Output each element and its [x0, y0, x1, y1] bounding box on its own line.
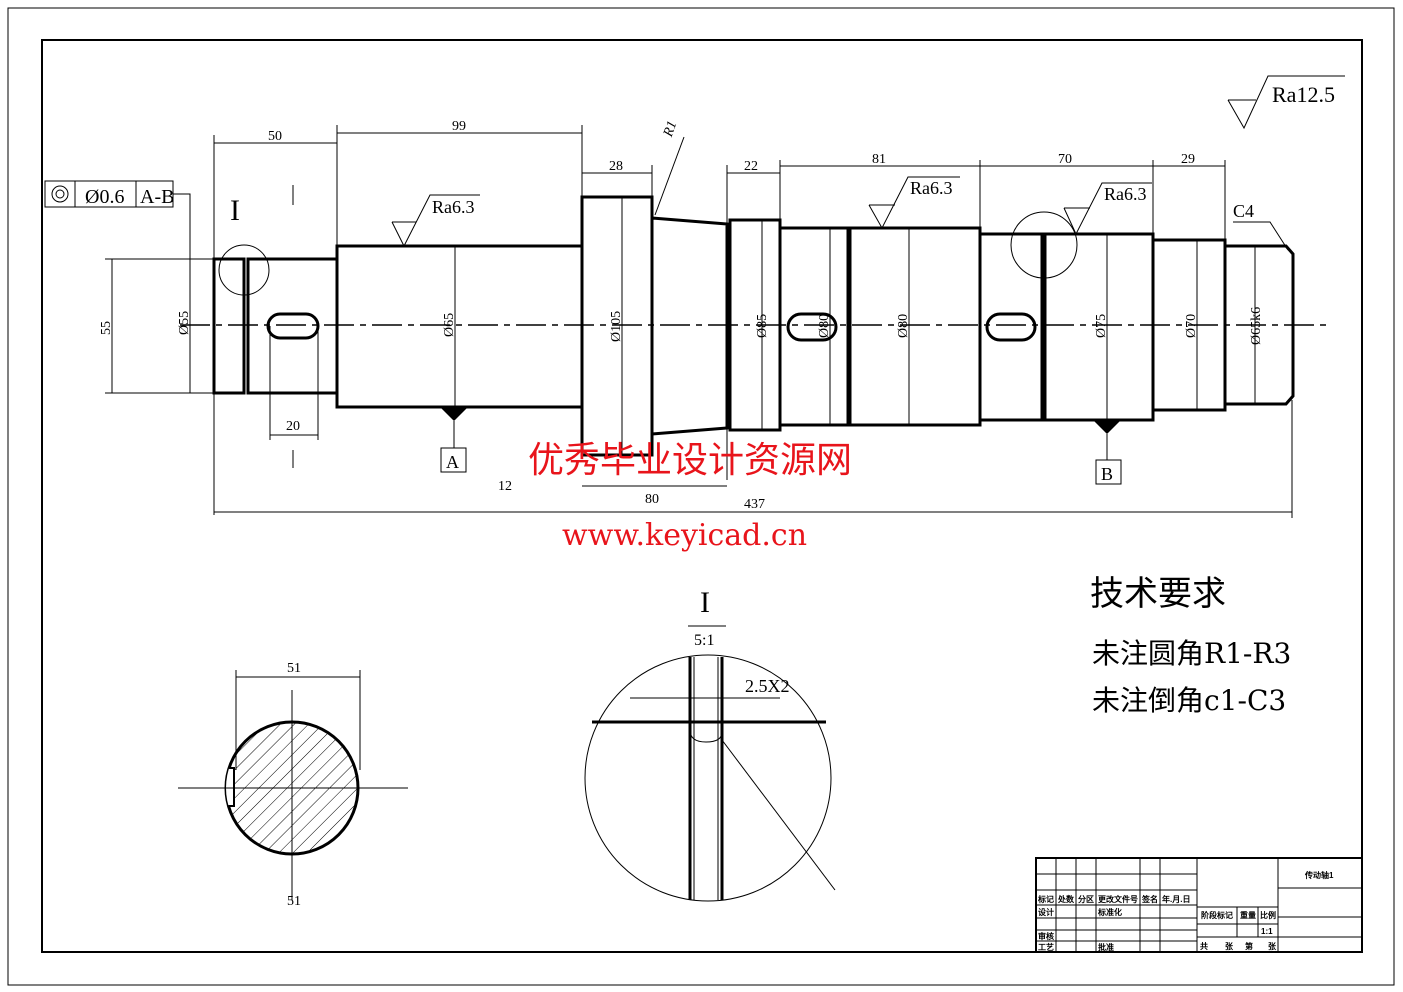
roughness-2-text: Ra6.3 [1104, 184, 1147, 204]
detail-groove-text: 2.5X2 [745, 676, 790, 696]
title_block-headers-1-text: 处数 [1057, 894, 1075, 904]
title-block: 传动轴1 标记 处数 分区 更改文件号 签名 年.月.日 设计 标准化 审核 工… [1035, 857, 1363, 953]
section-width-text: 51 [287, 894, 301, 909]
title_block-headers-0-text: 标记 [1037, 894, 1054, 904]
datum-B: B [1093, 420, 1122, 485]
section-view: 51 51 [178, 661, 408, 909]
tolerance_frame-datum-text: A-B [140, 186, 174, 208]
title_block-scale-text: 1:1 [1261, 927, 1273, 936]
title_block-rows-2-text: 审核 [1038, 931, 1054, 941]
diameters-d75-text: Ø75 [1094, 314, 1109, 338]
dimensions [105, 125, 1293, 518]
diameters-d65-text: Ø65 [442, 313, 457, 337]
lengths-l12-text: 12 [498, 479, 512, 494]
keyway-3 [985, 312, 1037, 342]
title_block-scale_label-text: 比例 [1260, 910, 1276, 920]
diameters-d80b-text: Ø80 [896, 314, 911, 338]
diameters-d105-text: Ø105 [609, 311, 624, 342]
lengths-l28-text: 28 [609, 159, 623, 174]
title_block-sheets-0-text: 共 [1200, 941, 1208, 951]
global-roughness-label: Ra12.5 [1272, 82, 1335, 107]
datum-A: A [440, 407, 468, 473]
lengths-l99-text: 99 [452, 119, 466, 134]
diameters-d70-text: Ø70 [1184, 314, 1199, 338]
watermark-chinese: 优秀毕业设计资源网 [528, 440, 852, 481]
tech-items-1-text: 未注倒角c1-C3 [1092, 684, 1286, 717]
title_block-stage-text: 阶段标记 [1201, 910, 1233, 920]
roughness-symbols: Ra6.3 Ra6.3 Ra6.3 [391, 176, 1152, 248]
lengths-r1-text: R1 [661, 119, 681, 140]
title_block-headers-5-text: 年.月.日 [1162, 894, 1190, 904]
watermark-url: www.keyicad.cn [562, 518, 807, 553]
detail-scale-text: 5:1 [694, 632, 714, 649]
shaft-main-view: I [180, 185, 1330, 468]
diameters-d85-text: Ø85 [755, 314, 770, 338]
geometric-tolerance-frame: Ø0.6 A-B [44, 180, 191, 393]
title_block-headers-2-text: 分区 [1078, 894, 1094, 904]
roughness-1-text: Ra6.3 [910, 178, 953, 198]
datums-0-text: A [446, 452, 459, 472]
datums-1-text: B [1101, 464, 1113, 484]
roughness-0-text: Ra6.3 [432, 197, 475, 217]
title_block-rows-3-text: 工艺 [1038, 942, 1054, 952]
tech-title-text: 技术要求 [1090, 574, 1226, 614]
part-name: 传动轴1 [1304, 870, 1334, 880]
detail-circle [1010, 211, 1078, 279]
lengths-c4-text: C4 [1233, 201, 1254, 221]
keyway-2 [786, 312, 838, 342]
tolerance_frame-value-text: Ø0.6 [85, 186, 124, 208]
lengths-l29-text: 29 [1181, 152, 1195, 167]
lengths-l437-text: 437 [744, 497, 765, 512]
concentricity-icon [51, 185, 69, 203]
title_block-headers-3-text: 更改文件号 [1098, 894, 1138, 904]
outer-border [7, 7, 1395, 986]
title_block-weight-text: 重量 [1240, 910, 1256, 920]
diameters-d65k6-text: Ø65k6 [1249, 307, 1264, 345]
diameters-d55-text: Ø55 [177, 311, 192, 335]
detail-view: I 5:1 2.5X2 [584, 586, 836, 902]
title_block-sheets-2-text: 第 [1245, 941, 1253, 951]
title_block-sheets-1-text: 张 [1225, 942, 1234, 951]
title_block-rows-4-text: 批准 [1098, 942, 1114, 952]
diameters-d55h-text: 55 [99, 321, 114, 335]
technical-requirements: 技术要求 未注圆角R1-R3 未注倒角c1-C3 [1090, 574, 1291, 717]
lengths-l20-text: 20 [286, 419, 300, 434]
detail-circle-I [218, 244, 270, 296]
lengths-l50-text: 50 [268, 129, 282, 144]
drawing-frame [41, 39, 1363, 953]
lengths-l22-text: 22 [744, 159, 758, 174]
lengths-l80-text: 80 [645, 492, 659, 507]
detail-marker-I: I [230, 194, 240, 227]
lengths-l70-text: 70 [1058, 152, 1072, 167]
section-width-text: 51 [287, 661, 301, 676]
title_block-sheets-3-text: 张 [1268, 942, 1277, 951]
keyway-1 [266, 312, 320, 340]
title_block-headers-4-text: 签名 [1141, 894, 1158, 904]
detail-label-text: I [700, 586, 710, 619]
title_block-rows-1-text: 标准化 [1097, 907, 1122, 917]
diameters-d80a-text: Ø80 [817, 314, 832, 338]
global-roughness-symbol: Ra12.5 [1227, 75, 1345, 130]
title_block-rows-0-text: 设计 [1038, 907, 1054, 917]
lengths-l81-text: 81 [872, 152, 886, 167]
tech-items-0-text: 未注圆角R1-R3 [1092, 637, 1291, 670]
